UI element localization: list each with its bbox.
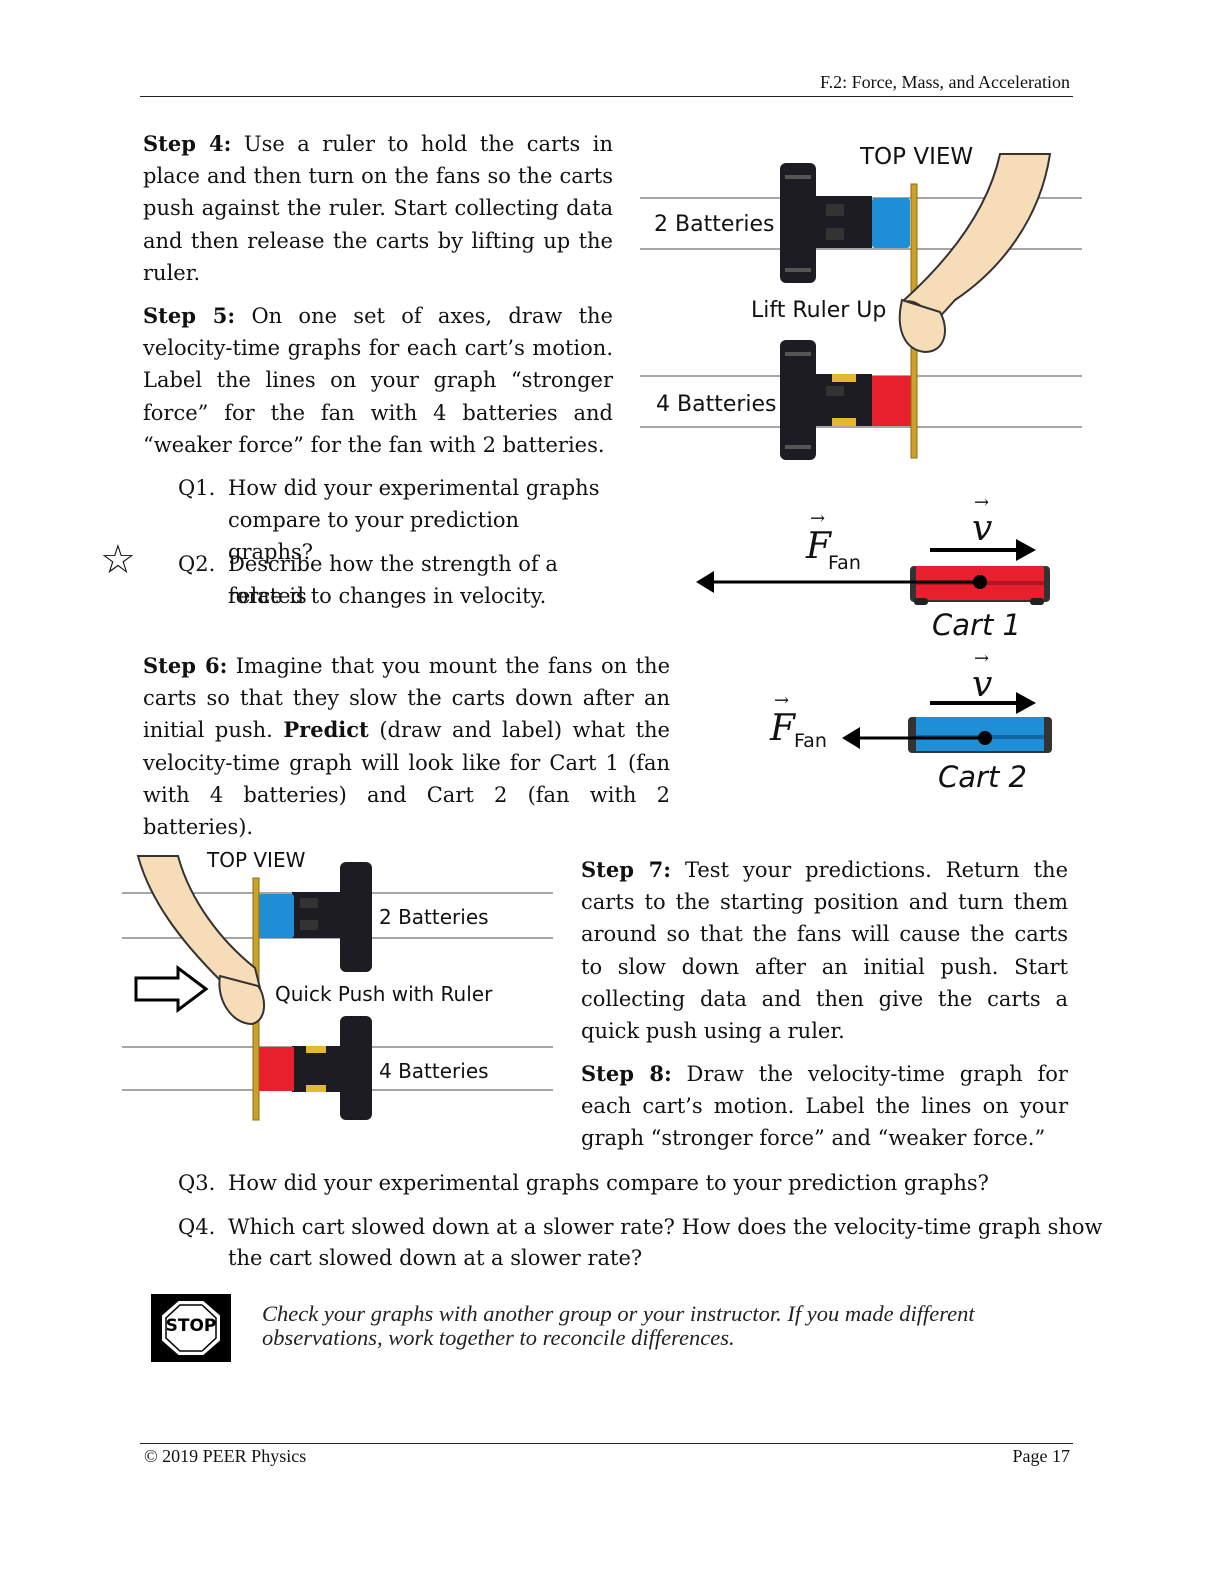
fan-2-batteries <box>780 163 910 283</box>
velocity-symbol-1: →v <box>972 492 993 549</box>
label-2-batteries: 2 Batteries <box>654 212 775 237</box>
fan-4-batteries <box>780 340 912 460</box>
question-1: Q1. How did your experimental graphs com… <box>178 476 600 564</box>
step-4: Step 4: Use a ruler to hold the carts in… <box>143 131 613 285</box>
cart-2-label: Cart 2 <box>938 760 1027 794</box>
label-quick-push: Quick Push with Ruler <box>275 982 493 1006</box>
label-4-batteries: 4 Batteries <box>656 392 777 417</box>
footer-copyright: © 2019 PEER Physics <box>144 1446 307 1466</box>
velocity-symbol-2: →v <box>972 648 993 705</box>
stop-sign-text: STOP <box>165 1316 217 1336</box>
star-icon: ☆ <box>100 537 136 583</box>
question-4: Q4. Which cart slowed down at a slower r… <box>178 1215 1103 1270</box>
top-view-label: TOP VIEW <box>860 144 974 170</box>
bottom-fan-2-batteries <box>258 862 372 972</box>
header-rule <box>140 96 1073 97</box>
bottom-fan-4-batteries <box>258 1016 372 1120</box>
bottom-top-view-label: TOP VIEW <box>207 848 306 872</box>
cart-1-label: Cart 1 <box>932 608 1021 642</box>
label-lift-ruler: Lift Ruler Up <box>751 298 887 323</box>
force-symbol-2: →F <box>770 690 795 749</box>
footer-rule <box>140 1443 1073 1444</box>
question-3: Q3. How did your experimental graphs com… <box>178 1171 989 1195</box>
question-2: Q2. Describe how the strength of a force… <box>178 552 558 608</box>
bottom-label-2-batteries: 2 Batteries <box>379 905 489 929</box>
step-5: Step 5: On one set of axes, draw the vel… <box>143 303 613 457</box>
step-7: Step 7: Test your predictions. Return th… <box>581 857 1068 1044</box>
step-8: Step 8: Draw the velocity-time graph for… <box>581 1061 1068 1151</box>
page-header-title: F.2: Force, Mass, and Acceleration <box>820 72 1070 92</box>
force-subscript-1: Fan <box>828 552 861 574</box>
bottom-label-4-batteries: 4 Batteries <box>379 1059 489 1083</box>
force-subscript-2: Fan <box>794 730 827 752</box>
force-symbol-1: →F <box>806 508 831 567</box>
step-6: Step 6: Imagine that you mount the fans … <box>143 653 670 840</box>
stop-note: Check your graphs with another group or … <box>262 1301 975 1350</box>
footer-page-number: Page 17 <box>1012 1446 1071 1466</box>
stop-sign-icon: STOP <box>151 1294 231 1362</box>
